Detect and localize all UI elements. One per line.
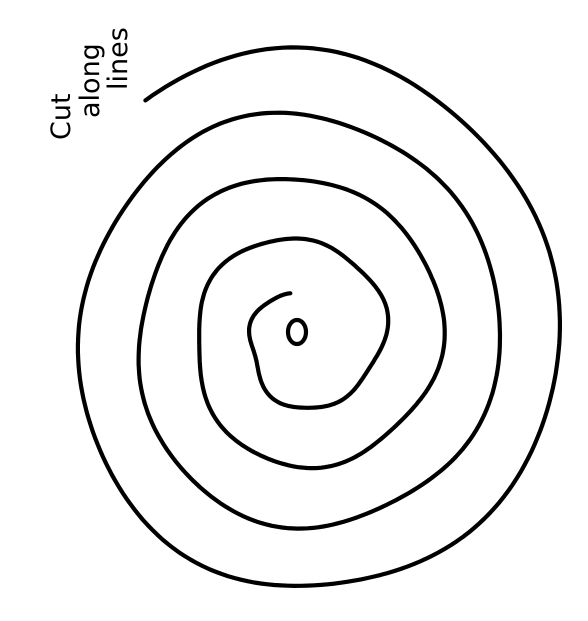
instruction-line-3: lines: [103, 27, 134, 90]
instruction-line-1: Cut: [46, 93, 77, 140]
center-circle: [288, 320, 306, 344]
spiral-cut-line: [78, 47, 560, 586]
instruction-label: Cut along lines: [46, 27, 134, 140]
instruction-line-2: along: [75, 43, 106, 118]
